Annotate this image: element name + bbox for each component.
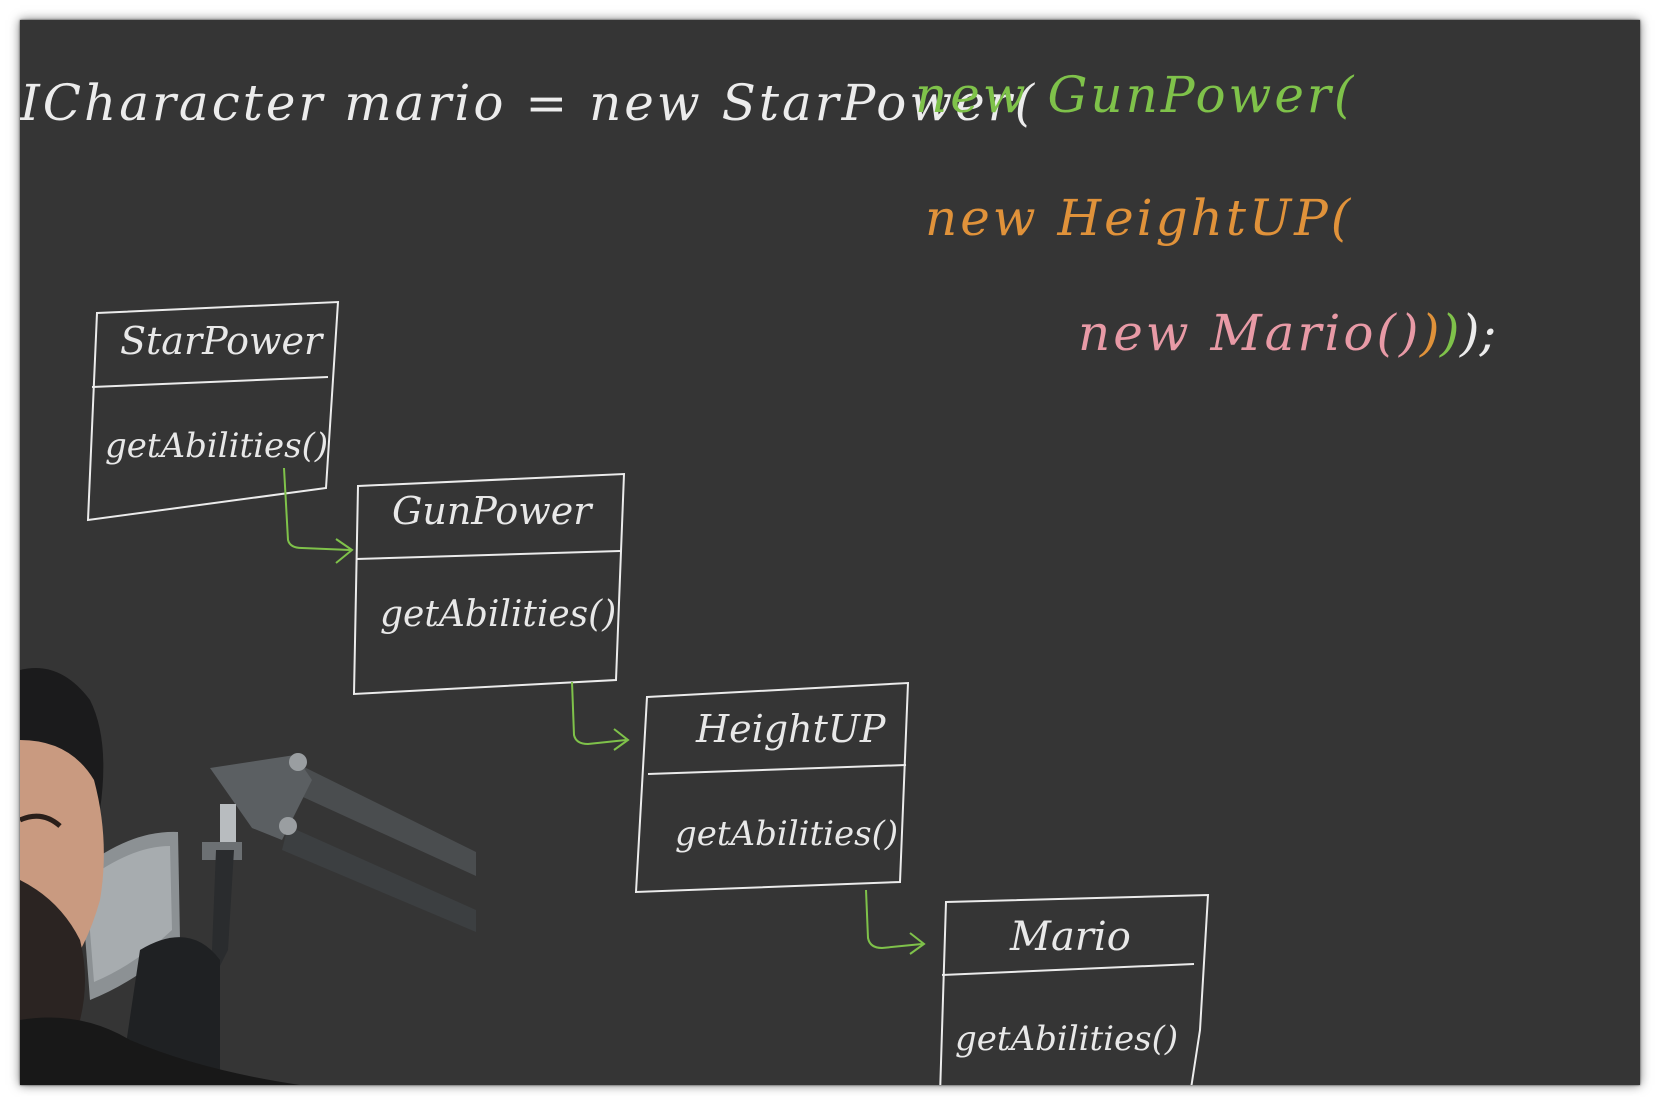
box-title-mario: Mario: [1009, 914, 1131, 960]
arrow-heightup-to-mario: [865, 889, 926, 955]
code-line-2-orange: new HeightUP(: [925, 189, 1353, 247]
code-line-1-white: ICharacter mario = new StarPower(: [20, 74, 1037, 132]
box-title-heightup: HeightUP: [695, 707, 887, 751]
arrow-starpower-to-gunpower: [283, 467, 354, 564]
box-title-starpower: StarPower: [120, 319, 325, 363]
code-line-3-close-white: );: [1459, 304, 1496, 362]
class-box-starpower: StarPower getAbilities(): [86, 300, 340, 522]
box-method-starpower: getAbilities(): [105, 426, 328, 466]
box-method-gunpower: getAbilities(): [380, 594, 616, 635]
presenter-webcam-image: [20, 668, 476, 1085]
box-method-heightup: getAbilities(): [675, 814, 898, 854]
class-box-gunpower: GunPower getAbilities(): [352, 472, 626, 696]
box-method-mario: getAbilities(): [955, 1019, 1178, 1059]
whiteboard-canvas: ICharacter mario = new StarPower( new Gu…: [20, 20, 1640, 1085]
arrow-gunpower-to-heightup: [571, 681, 630, 751]
code-line-3-close-green: ): [1439, 304, 1460, 362]
class-box-heightup: HeightUP getAbilities(): [634, 681, 910, 894]
box-title-gunpower: GunPower: [392, 489, 594, 533]
class-box-mario: Mario getAbilities(): [939, 893, 1210, 1085]
code-line-3-pink: new Mario(): [1078, 304, 1422, 362]
code-line-1-green: new GunPower(: [915, 66, 1356, 124]
code-snippet: ICharacter mario = new StarPower( new Gu…: [20, 66, 1496, 1085]
code-line-3-close-orange: ): [1419, 304, 1440, 362]
presenter-avatar: [20, 668, 300, 1085]
